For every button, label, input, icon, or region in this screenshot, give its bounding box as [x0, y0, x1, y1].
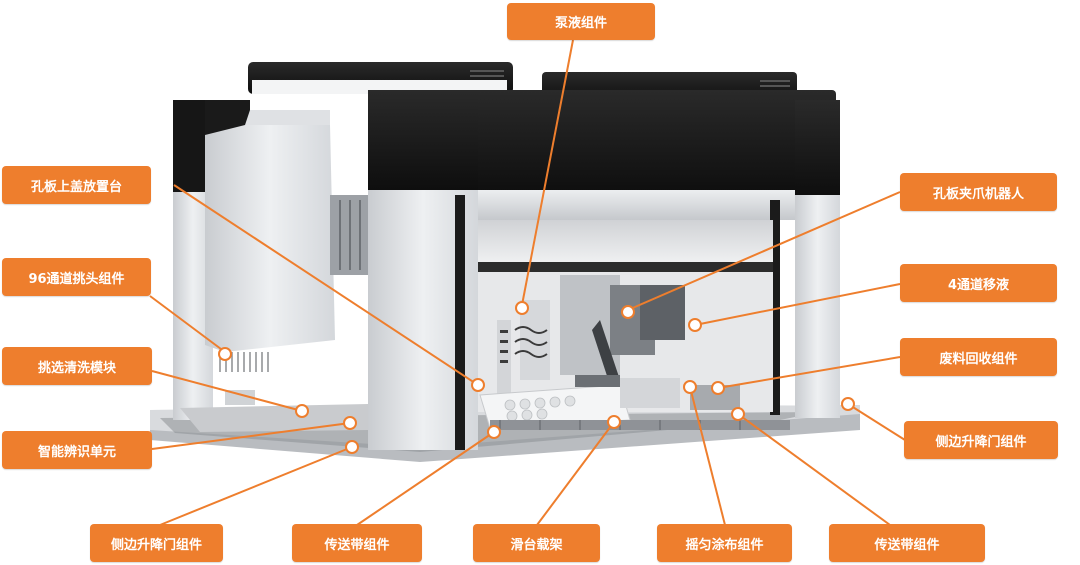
label-plate-gripper-robot: 孔板夹爪机器人 [900, 173, 1057, 211]
label-side-lift-door-left: 侧边升降门组件 [90, 524, 223, 562]
label-waste-recovery: 废料回收组件 [900, 338, 1057, 376]
label-smart-id-unit: 智能辨识单元 [2, 431, 152, 469]
label-4-channel-pipetting: 4通道移液 [900, 264, 1057, 302]
leader-lines [149, 39, 906, 526]
front-top-beam [368, 90, 836, 195]
label-pick-wash-module: 挑选清洗模块 [2, 347, 152, 385]
label-conveyor-right: 传送带组件 [829, 524, 985, 562]
conveyor-track [490, 420, 790, 430]
label-plate-lid-station: 孔板上盖放置台 [2, 166, 151, 204]
label-pump-liquid-assembly: 泵液组件 [507, 3, 655, 40]
label-side-lift-door-right: 侧边升降门组件 [904, 421, 1058, 459]
label-96-channel-pick-head: 96通道挑头组件 [2, 258, 151, 296]
interior-back [478, 220, 773, 265]
pick-head-housing [205, 125, 335, 352]
label-conveyor-left: 传送带组件 [292, 524, 422, 562]
label-shake-spread: 摇匀涂布组件 [657, 524, 792, 562]
label-slide-carrier: 滑台载架 [473, 524, 600, 562]
anchor-dots [218, 301, 855, 454]
